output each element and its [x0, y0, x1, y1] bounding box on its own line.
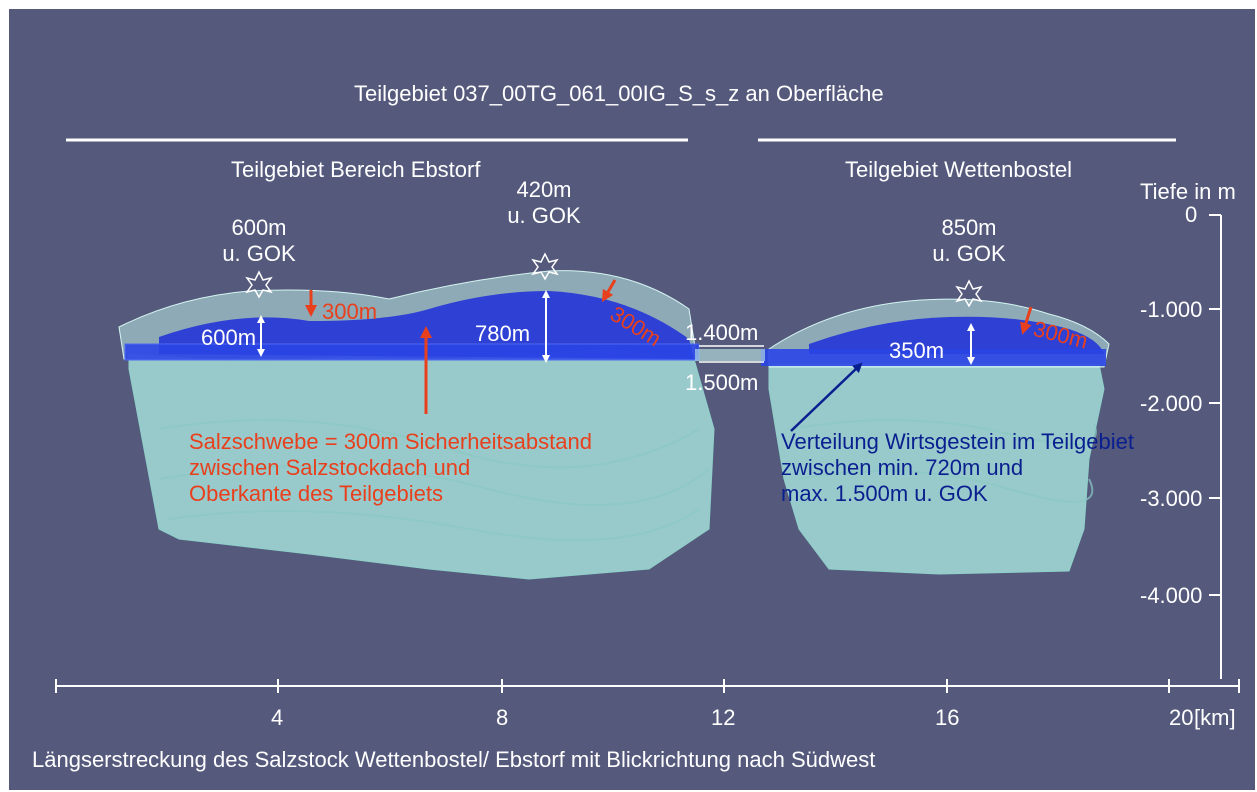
annotation-verteilung: Verteilung Wirtsgestein im Teilgebiet zw… [781, 429, 1134, 506]
section-label-ebstorf: Teilgebiet Bereich Ebstorf [231, 157, 481, 182]
thickness-label: 780m [475, 321, 531, 346]
annotation-salzschwebe: Salzschwebe = 300m Sicherheitsabstand zw… [189, 429, 592, 506]
star-marker-icon [955, 279, 983, 308]
star-marker-icon [531, 252, 559, 281]
length-tick-label: 8 [496, 705, 509, 730]
depth-tick-label: 0 [1185, 202, 1198, 227]
marker-depth-ref: u. GOK [932, 241, 1006, 266]
length-tick-label: 16 [935, 705, 960, 730]
offset-label: 300m [322, 299, 378, 324]
red-arrow-300-middle [601, 279, 617, 303]
marker-depth: 850m u. GOK [924, 215, 1014, 267]
marker-depth-ref: u. GOK [222, 241, 296, 266]
depth-tick-label: -1.000 [1140, 297, 1203, 322]
length-tick-label: 12 [711, 705, 736, 730]
star-marker-icon [245, 270, 273, 299]
section-label-wettenbostel: Teilgebiet Wettenbostel [845, 157, 1073, 182]
depth-axis-title: Tiefe in m [1140, 179, 1236, 204]
marker-depth: 600m u. GOK [214, 215, 304, 267]
length-axis-unit: [km] [1194, 705, 1236, 730]
marker-depth-value: 850m [941, 215, 997, 240]
thickness-label: 600m [201, 325, 257, 350]
connecting-band [695, 349, 765, 361]
diagram-canvas: Teilgebiet 037_00TG_061_00IG_S_s_z an Ob… [9, 9, 1255, 790]
thickness-label: 350m [889, 338, 945, 363]
diagram-title: Teilgebiet 037_00TG_061_00IG_S_s_z an Ob… [354, 81, 884, 106]
depth-tick-label: -2.000 [1140, 391, 1203, 416]
depth-tick-label: -4.000 [1140, 583, 1203, 608]
length-axis [55, 679, 1240, 693]
gap-label-upper: 1.400m [685, 320, 759, 345]
blue-arrow-verteilung [790, 362, 863, 432]
depth-tick-label: -3.000 [1140, 486, 1203, 511]
marker-depth-ref: u. GOK [507, 203, 581, 228]
red-arrow-300-right [1020, 306, 1033, 335]
length-tick-label: 20 [1169, 705, 1194, 730]
length-tick-label: 4 [271, 705, 284, 730]
marker-depth: 420m u. GOK [499, 177, 589, 229]
marker-depth-value: 420m [516, 177, 572, 202]
gap-label-lower: 1.500m [685, 370, 759, 395]
marker-depth-value: 600m [231, 215, 287, 240]
depth-axis [1209, 214, 1222, 679]
length-axis-caption: Längserstreckung des Salzstock Wettenbos… [32, 747, 876, 772]
diagram-graphics [55, 138, 1240, 693]
